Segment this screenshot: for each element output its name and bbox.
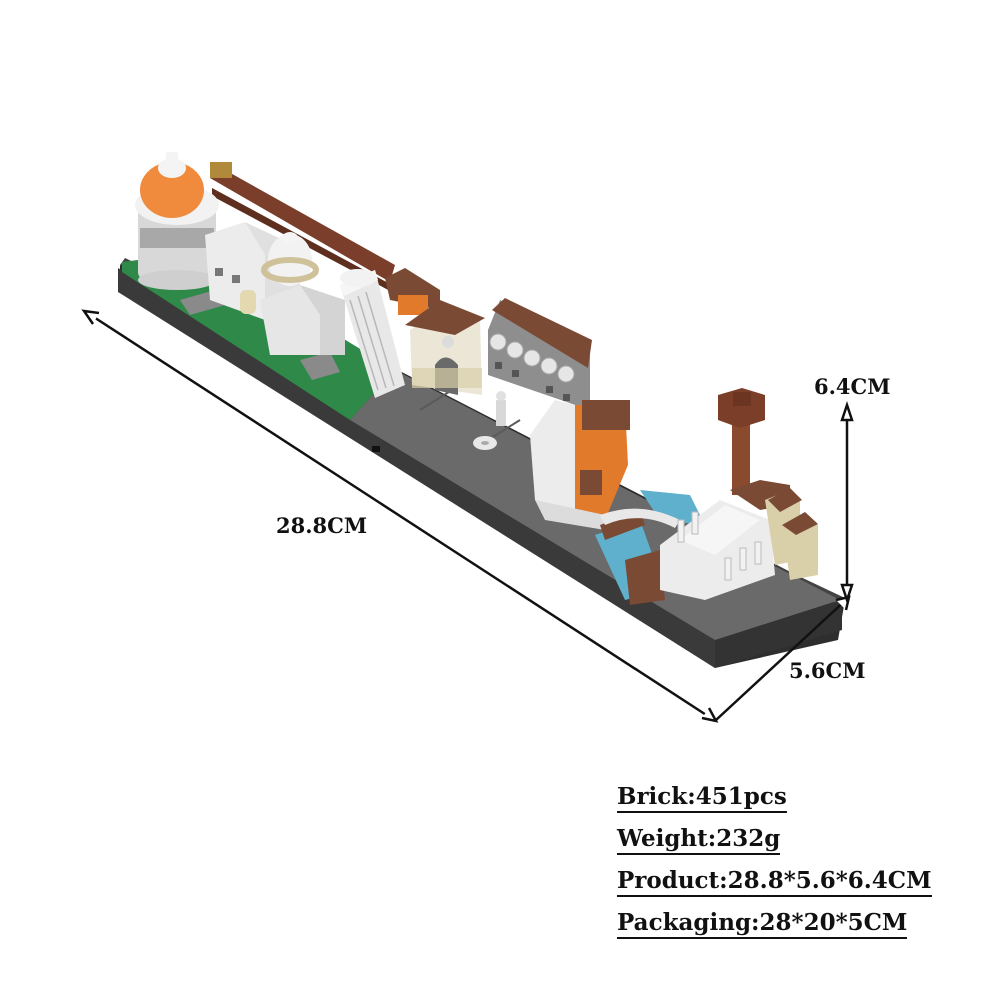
spec-weight: Weight:232g <box>617 818 932 860</box>
width-label: 5.6CM <box>789 658 866 683</box>
statue-fountain <box>473 391 506 450</box>
spec-product-size-text: Product:28.8*5.6*6.4CM <box>617 867 932 897</box>
baptistery <box>135 152 219 290</box>
base-logo <box>372 446 380 452</box>
spec-list: Brick:451pcs Weight:232g Product:28.8*5.… <box>617 776 932 944</box>
dimension-height-line <box>840 401 854 604</box>
white-church <box>660 500 775 600</box>
spec-product-size: Product:28.8*5.6*6.4CM <box>617 860 932 902</box>
height-label: 6.4CM <box>814 374 891 399</box>
spec-packaging-size: Packaging:28*20*5CM <box>617 902 932 944</box>
bell-tower <box>718 388 765 495</box>
palazzo <box>488 298 592 410</box>
spec-weight-text: Weight:232g <box>617 825 781 855</box>
brown-rooftops <box>385 268 440 315</box>
white-orange-building <box>530 400 630 530</box>
canal <box>595 490 705 605</box>
spec-packaging-size-text: Packaging:28*20*5CM <box>617 909 908 939</box>
arch-gate <box>405 300 485 395</box>
dimension-length-line <box>81 309 719 723</box>
leaning-tower <box>340 269 405 398</box>
cathedral <box>205 222 345 355</box>
spec-brick-count-text: Brick:451pcs <box>617 783 787 813</box>
right-buildings <box>730 480 818 580</box>
length-label: 28.8CM <box>276 513 368 538</box>
spec-brick-count: Brick:451pcs <box>617 776 932 818</box>
